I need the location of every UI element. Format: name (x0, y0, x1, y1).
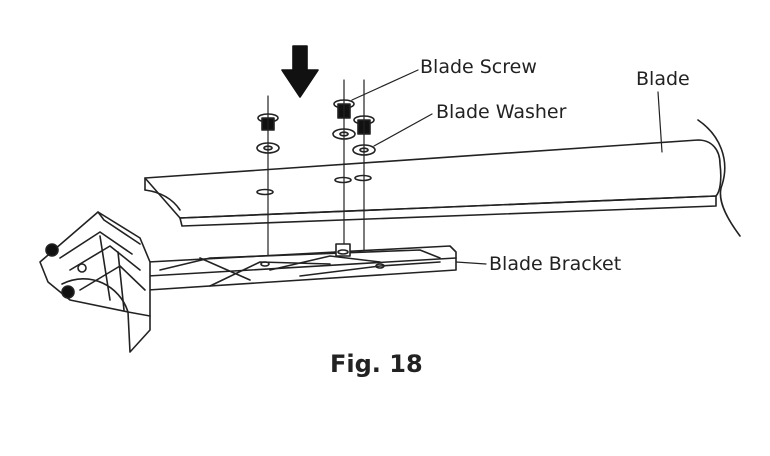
blade-screw (333, 79, 355, 253)
leader-lines (351, 69, 663, 265)
label-blade: Blade (636, 68, 690, 90)
blade-washer (332, 128, 356, 140)
label-blade-screw: Blade Screw (420, 56, 537, 78)
blade-screw (353, 79, 375, 251)
blade-screw (257, 95, 279, 261)
figure-caption: Fig. 18 (330, 350, 423, 378)
blade-bracket (39, 211, 457, 353)
label-blade-bracket: Blade Bracket (489, 253, 622, 275)
blade-washer (256, 142, 280, 154)
blade (144, 119, 741, 237)
label-blade-washer: Blade Washer (436, 101, 567, 123)
blade-washer (352, 144, 376, 156)
down-arrow-icon (281, 45, 319, 98)
